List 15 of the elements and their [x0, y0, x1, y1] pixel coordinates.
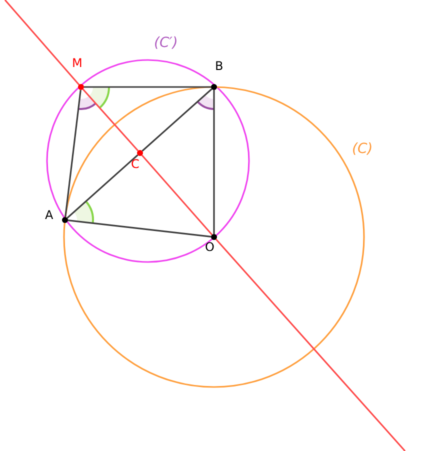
- line-segment: [142, 88, 212, 152]
- line-segment: [84, 86, 211, 88]
- circle-label: (C′): [154, 36, 178, 50]
- line-segment: [68, 220, 212, 238]
- line-segment: [141, 154, 213, 236]
- line-segment: [213, 90, 215, 234]
- line-segment: [82, 88, 139, 152]
- line-segment: [66, 154, 138, 219]
- point-label: O: [205, 241, 214, 253]
- point-label: C: [131, 158, 140, 170]
- point-label: M: [72, 57, 82, 69]
- line-segment: [64, 90, 82, 218]
- point-label: B: [215, 60, 224, 72]
- circle-label: (C): [352, 142, 373, 156]
- point-label: A: [45, 209, 54, 221]
